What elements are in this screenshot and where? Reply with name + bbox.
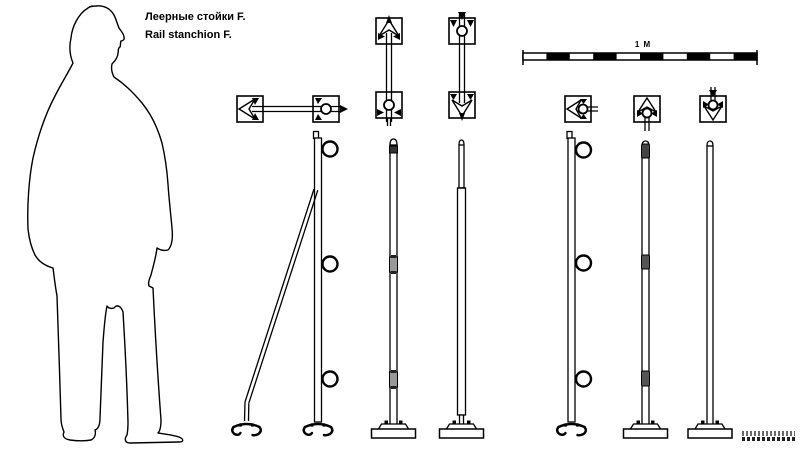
stanchion-pole (567, 137, 576, 423)
rail-ring (574, 254, 593, 272)
down-arrow-icon (451, 99, 473, 118)
human-silhouette (27, 5, 184, 444)
pivot-circle-icon (320, 103, 332, 115)
flat-socket-base (687, 420, 733, 439)
bottom-fitting (641, 370, 650, 387)
pivot-circle-icon (383, 99, 395, 111)
watermark-underline (742, 437, 795, 441)
title-english: Rail stanchion F. (145, 29, 232, 41)
fold-left-symbol (236, 95, 348, 123)
folded-up-symbol (633, 95, 661, 131)
stanchion-side-view-with-rings (556, 130, 593, 437)
flat-socket-base (438, 420, 485, 439)
stanchion-pole (706, 145, 714, 430)
scale-bar-label: 1 M (634, 40, 652, 49)
flat-socket-base (370, 420, 417, 439)
stanchion-pole (641, 145, 650, 430)
stanchion-plain-pole (687, 140, 733, 439)
down-arrow-icon (703, 105, 723, 122)
bottom-fitting (389, 370, 398, 389)
upper-tube (458, 144, 465, 189)
left-arrow-icon (565, 99, 582, 119)
up-arrow-icon (637, 96, 657, 113)
diagonal-brace (243, 188, 319, 422)
pivot-circle-icon (707, 99, 719, 111)
scale-bar (522, 50, 758, 65)
title-russian: Леерные стойки F. (145, 11, 246, 23)
mid-fitting (641, 254, 650, 270)
up-arrow-icon (378, 18, 400, 37)
rail-ring (321, 140, 339, 158)
dome-cap (389, 138, 398, 146)
fold-down-symbol (448, 12, 476, 121)
watermark-text-row (742, 431, 795, 436)
stanchion-pole (313, 137, 323, 423)
pivot-circle-icon (641, 107, 653, 119)
stanchion-front-view-with-fittings-2 (622, 140, 669, 439)
dome-cap (458, 139, 465, 146)
folded-left-symbol (564, 95, 598, 123)
lower-tube (456, 187, 467, 416)
claw-foot-base (556, 422, 587, 437)
stanchion-two-part-socket-pole (438, 139, 485, 439)
rail-ring (321, 255, 339, 273)
rail-ring (574, 141, 593, 159)
claw-foot-base (302, 422, 334, 437)
watermark (742, 431, 795, 443)
right-tip-icon (340, 105, 348, 113)
top-fitting (389, 145, 398, 154)
flat-socket-base (622, 420, 669, 439)
human-silhouette-outline (27, 5, 184, 444)
title-block: Леерные стойки F. Rail stanchion F. (145, 8, 246, 44)
pivot-circle-icon (577, 103, 589, 115)
top-fitting (641, 143, 650, 159)
mid-fitting (389, 255, 398, 274)
rail-ring (574, 370, 593, 388)
rail-ring (321, 370, 339, 388)
stanchion-front-view-with-fittings (370, 138, 417, 439)
claw-foot-base (231, 422, 262, 437)
folded-down-symbol (699, 87, 727, 123)
stanchion-side-view-with-brace (231, 130, 339, 437)
pivot-circle-icon (456, 25, 468, 37)
dome-cap (706, 140, 714, 147)
left-arrow-icon (237, 98, 256, 120)
fold-up-symbol (375, 15, 403, 126)
